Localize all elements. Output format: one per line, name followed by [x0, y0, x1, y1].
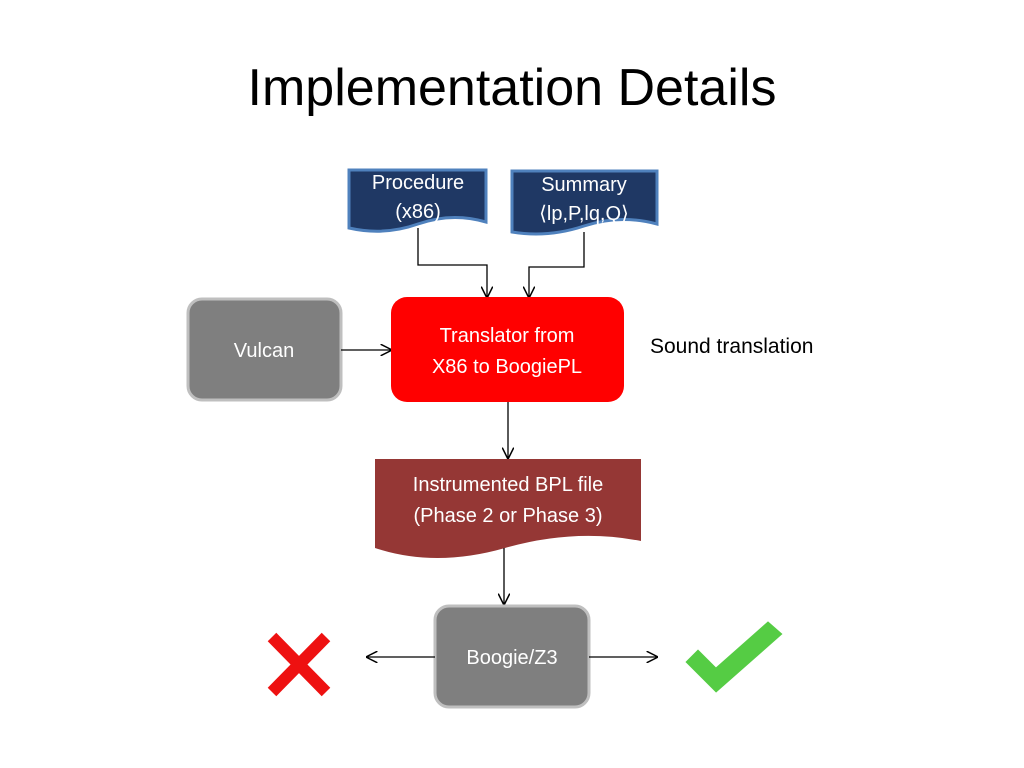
procedure-label: Procedure	[372, 172, 464, 194]
vulcan-node: Vulcan	[186, 297, 343, 402]
page-title: Implementation Details	[247, 59, 777, 117]
procedure-sublabel: (x86)	[395, 201, 441, 223]
summary-label: Summary	[541, 174, 627, 196]
summary-to-translator-arrow	[529, 232, 585, 297]
instrumented-sublabel: (Phase 2 or Phase 3)	[414, 505, 603, 527]
summary-node: Summary ⟨lp,P,lq,Q⟩	[510, 169, 659, 236]
boogie-node: Boogie/Z3	[433, 604, 591, 709]
green-check-icon	[682, 618, 786, 696]
translator-node: Translator from X86 to BoogiePL	[391, 297, 624, 402]
summary-sublabel: ⟨lp,P,lq,Q⟩	[539, 203, 629, 225]
procedure-to-translator-arrow	[417, 228, 487, 297]
sound-translation-annotation: Sound translation	[650, 335, 814, 358]
instrumented-bpl-node: Instrumented BPL file (Phase 2 or Phase …	[375, 459, 641, 558]
instrumented-label: Instrumented BPL file	[413, 474, 603, 496]
translator-label: Translator from	[440, 325, 575, 347]
boogie-label: Boogie/Z3	[466, 647, 557, 669]
red-x-icon	[267, 632, 331, 697]
procedure-node: Procedure (x86)	[347, 168, 488, 233]
translator-sublabel: X86 to BoogiePL	[432, 356, 582, 378]
vulcan-label: Vulcan	[234, 340, 294, 362]
